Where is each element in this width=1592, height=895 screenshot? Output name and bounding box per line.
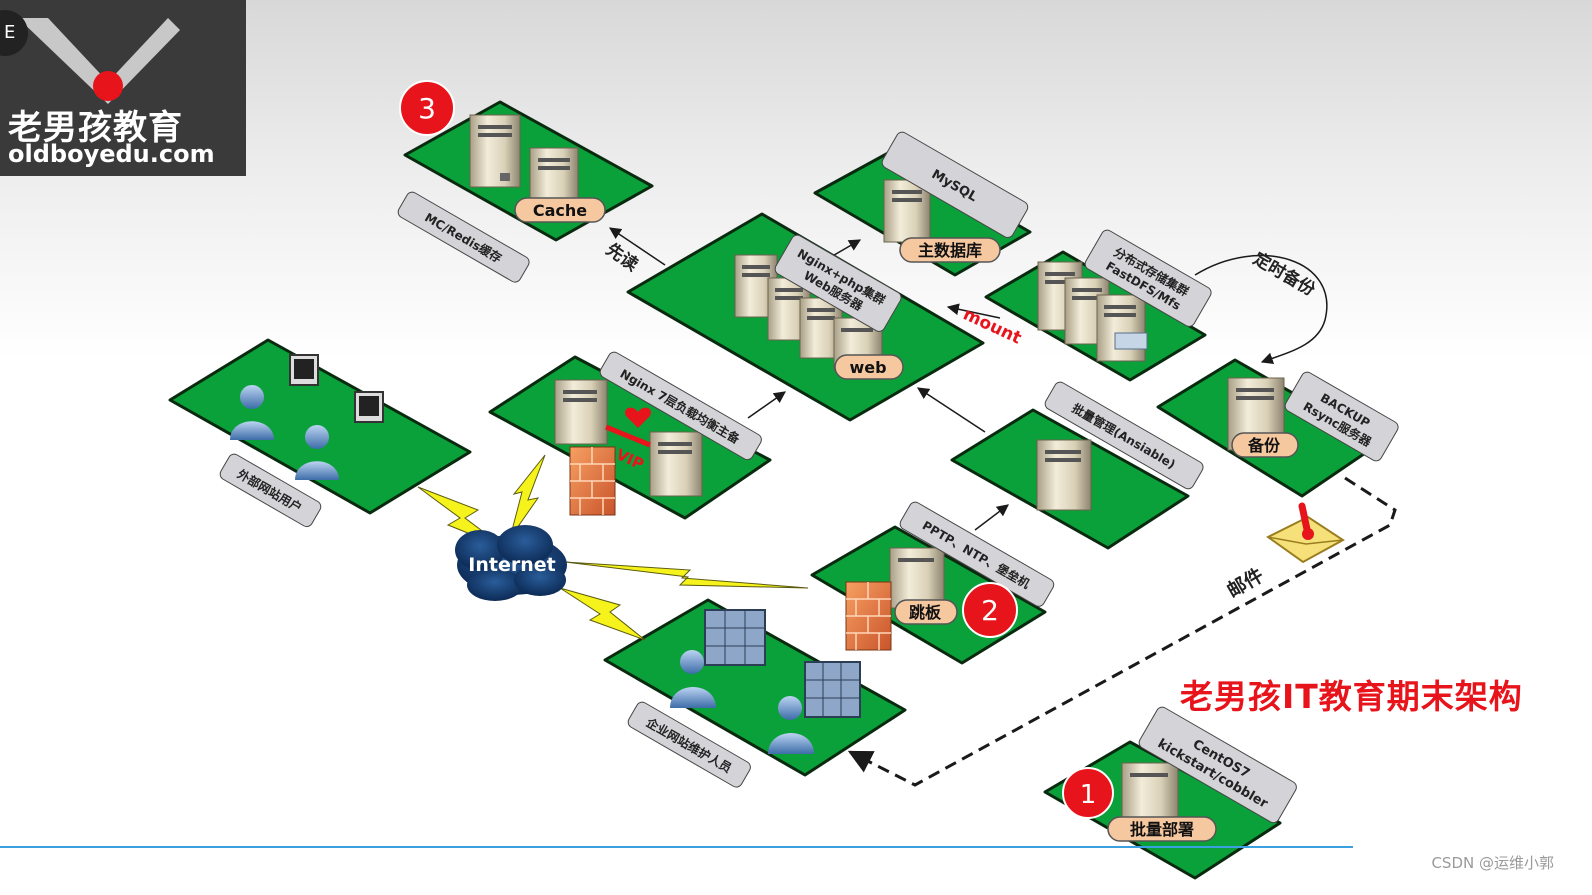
server-icon	[1036, 439, 1092, 511]
internet-cloud: Internet	[455, 525, 567, 601]
edge-label-mail: 邮件	[1223, 563, 1267, 602]
link-mount	[946, 303, 1001, 319]
link-lb-to-web	[747, 391, 786, 419]
svg-text:1: 1	[1080, 780, 1097, 810]
link-jumpbox-to-ansible	[974, 504, 1009, 531]
internet-label: Internet	[468, 554, 555, 576]
firewall-icon	[569, 446, 616, 516]
user-icon	[670, 650, 716, 708]
progress-line	[0, 846, 1353, 848]
logo-url: oldboyedu.com	[8, 140, 215, 168]
logo: E 老男孩教育 oldboyedu.com	[0, 0, 246, 176]
svg-text:批量部署: 批量部署	[1130, 820, 1194, 839]
platform-admins	[603, 598, 907, 777]
label-cache: Cache	[514, 197, 606, 223]
tag-storage: 分布式存储集群 FastDFS/Mfs	[1084, 229, 1212, 327]
badge-3: 3	[399, 80, 455, 136]
monitor-icon	[354, 391, 384, 423]
diagram-title: 老男孩IT教育期末架构	[1180, 677, 1523, 716]
logo-v-mark	[18, 18, 180, 104]
heartbeat-icon	[625, 407, 651, 428]
badge-1: 1	[1062, 767, 1114, 819]
tag-mysql: MySQL	[881, 131, 1029, 238]
link-web-to-cache	[609, 227, 666, 266]
svg-text:3: 3	[418, 92, 436, 125]
link-ansible-to-web	[916, 387, 986, 433]
watermark: CSDN @运维小郭	[1431, 854, 1554, 872]
label-jumpbox: 跳板	[894, 599, 958, 625]
monitor-icon	[804, 661, 861, 718]
lightning-jump-internet	[564, 561, 809, 589]
edge-label-scheduled-backup: 定时备份	[1250, 248, 1320, 301]
lightning-admins-internet	[559, 587, 646, 641]
svg-text:跳板: 跳板	[909, 603, 942, 622]
edge-label-read-first: 先读	[602, 239, 642, 276]
user-icon	[768, 696, 814, 754]
svg-text:Cache: Cache	[533, 201, 587, 220]
label-mysql: 主数据库	[899, 237, 1001, 263]
server-icon	[469, 114, 521, 188]
user-icons	[230, 385, 814, 754]
monitor-icons	[289, 354, 861, 718]
link-scheduled-backup	[1194, 254, 1328, 365]
user-icon	[295, 425, 339, 480]
svg-text:2: 2	[981, 594, 999, 627]
user-icon	[230, 385, 274, 440]
firewall-icon	[845, 581, 892, 651]
server-icon	[883, 179, 931, 243]
server-icon	[1096, 294, 1148, 362]
label-web: web	[834, 354, 904, 380]
monitor-icon	[704, 609, 766, 666]
mail-icon	[1266, 502, 1345, 564]
logo-name: 老男孩教育	[8, 108, 183, 148]
monitor-icon	[289, 354, 319, 386]
server-icon	[1121, 762, 1179, 826]
svg-text:web: web	[849, 358, 886, 377]
server-icon	[649, 431, 703, 497]
badge-2: 2	[962, 582, 1018, 638]
server-icon	[889, 547, 945, 609]
svg-text:主数据库: 主数据库	[918, 241, 982, 260]
label-deploy: 批量部署	[1107, 816, 1217, 842]
server-icon	[554, 379, 608, 445]
link-mail	[847, 476, 1397, 787]
label-backup: 备份	[1231, 432, 1299, 458]
svg-text:备份: 备份	[1247, 436, 1281, 455]
